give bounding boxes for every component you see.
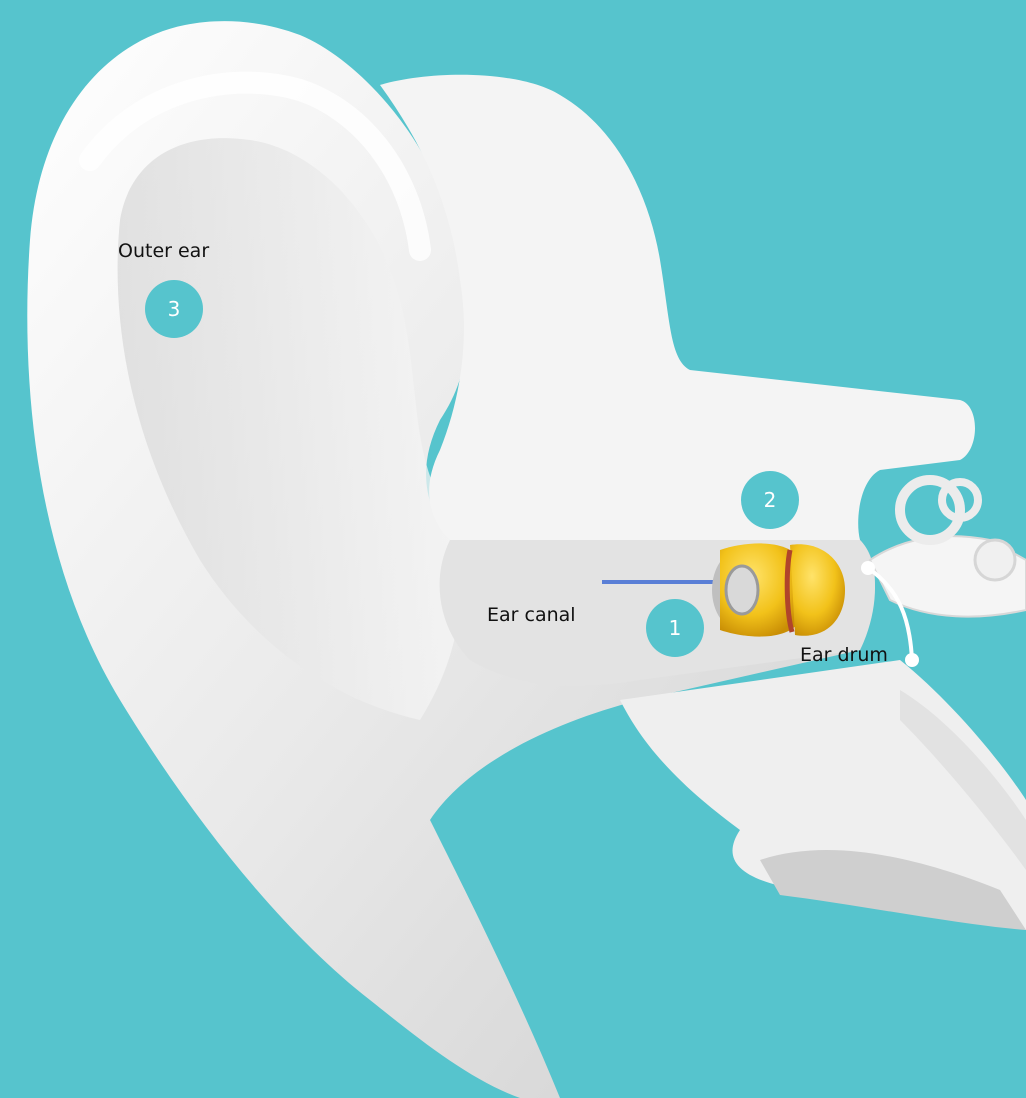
ear-canal-label: Ear canal xyxy=(487,606,576,625)
ear-drum-point-bottom xyxy=(905,653,919,667)
marker-2: 2 xyxy=(741,471,799,529)
marker-3: 3 xyxy=(145,280,203,338)
ear-drum-point-top xyxy=(861,561,875,575)
outer-ear-label: Outer ear xyxy=(118,242,209,261)
ear-drum-label: Ear drum xyxy=(800,646,888,665)
marker-1: 1 xyxy=(646,599,704,657)
cross-section-block xyxy=(380,75,975,540)
